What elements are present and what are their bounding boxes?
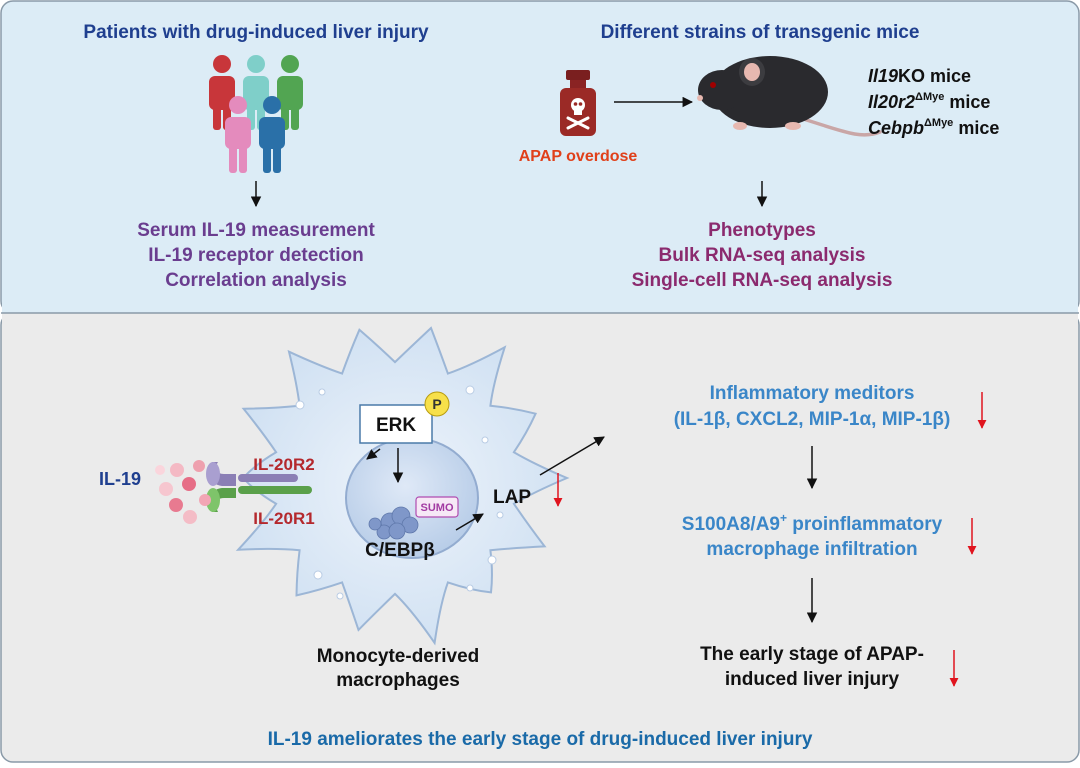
sumo-label: SUMO: [421, 502, 454, 514]
conclusion: IL-19 ameliorates the early stage of dru…: [268, 729, 813, 750]
il20r2-label: IL-20R2: [253, 455, 314, 474]
strain-cebpb: CebpbΔMye mice: [868, 117, 999, 138]
cell-vesicles: [286, 385, 504, 600]
sumo-box: [415, 496, 459, 518]
left-step-3: Correlation analysis: [165, 270, 347, 291]
left-title: Patients with drug-induced liver injury: [83, 22, 429, 43]
cell-label-line-2: macrophages: [336, 670, 460, 691]
outcome-2-line-2: macrophage infiltration: [706, 539, 917, 560]
right-step-3: Single-cell RNA-seq analysis: [632, 270, 893, 291]
arrow-cebpb-to-lap: [455, 513, 484, 531]
outcome-1-line-2: (IL-1β, CXCL2, MIP-1α, MIP-1β): [674, 409, 951, 430]
apap-label: APAP overdose: [519, 148, 638, 165]
strain-il19: Il19KO mice: [868, 66, 971, 86]
il20r1-label: IL-20R1: [253, 509, 314, 528]
erk-box: [359, 404, 433, 444]
cell-label-line-1: Monocyte-derived: [317, 646, 480, 667]
outcome-2-line-1: S100A8/A9+ proinflammatory: [682, 511, 943, 535]
poison-bottle-icon: [560, 70, 596, 136]
receptor-complex-icon: [206, 462, 312, 512]
bottom-panel: [0, 312, 1080, 763]
outcome-3-line-1: The early stage of APAP-: [700, 644, 924, 665]
outcome-1-line-1: Inflammatory meditors: [710, 383, 915, 404]
phospho-badge-icon: [424, 391, 450, 417]
erk-label: ERK: [376, 415, 416, 436]
phospho-label: P: [432, 396, 441, 412]
outcome-3-line-2: induced liver injury: [725, 669, 900, 690]
patients-icon: [209, 55, 303, 173]
arrow-lap-to-outcomes: [539, 436, 605, 476]
il19-ligand-icon: [155, 460, 211, 524]
right-step-2: Bulk RNA-seq analysis: [659, 245, 866, 266]
cebpb-label: C/EBPβ: [365, 540, 435, 561]
strain-il20r2: Il20r2ΔMye mice: [868, 91, 990, 112]
arrow-erk-side: [366, 448, 381, 460]
person-teal-icon: [243, 55, 269, 130]
person-blue-icon: [259, 96, 285, 173]
person-pink-icon: [225, 96, 251, 173]
mouse-icon: [697, 56, 882, 137]
left-step-2: IL-19 receptor detection: [148, 245, 363, 266]
lap-label: LAP: [493, 487, 531, 508]
panel-joint: [2, 300, 1078, 314]
right-title: Different strains of transgenic mice: [601, 22, 920, 43]
il19-label: IL-19: [99, 469, 141, 489]
left-step-1: Serum IL-19 measurement: [137, 220, 375, 241]
right-step-1: Phenotypes: [708, 220, 816, 241]
cebpb-protein-icon: [368, 506, 419, 540]
mouse-strains-list: Il19KO mice Il20r2ΔMye mice CebpbΔMye mi…: [868, 66, 999, 138]
panel-joint-lower: [2, 313, 1078, 327]
